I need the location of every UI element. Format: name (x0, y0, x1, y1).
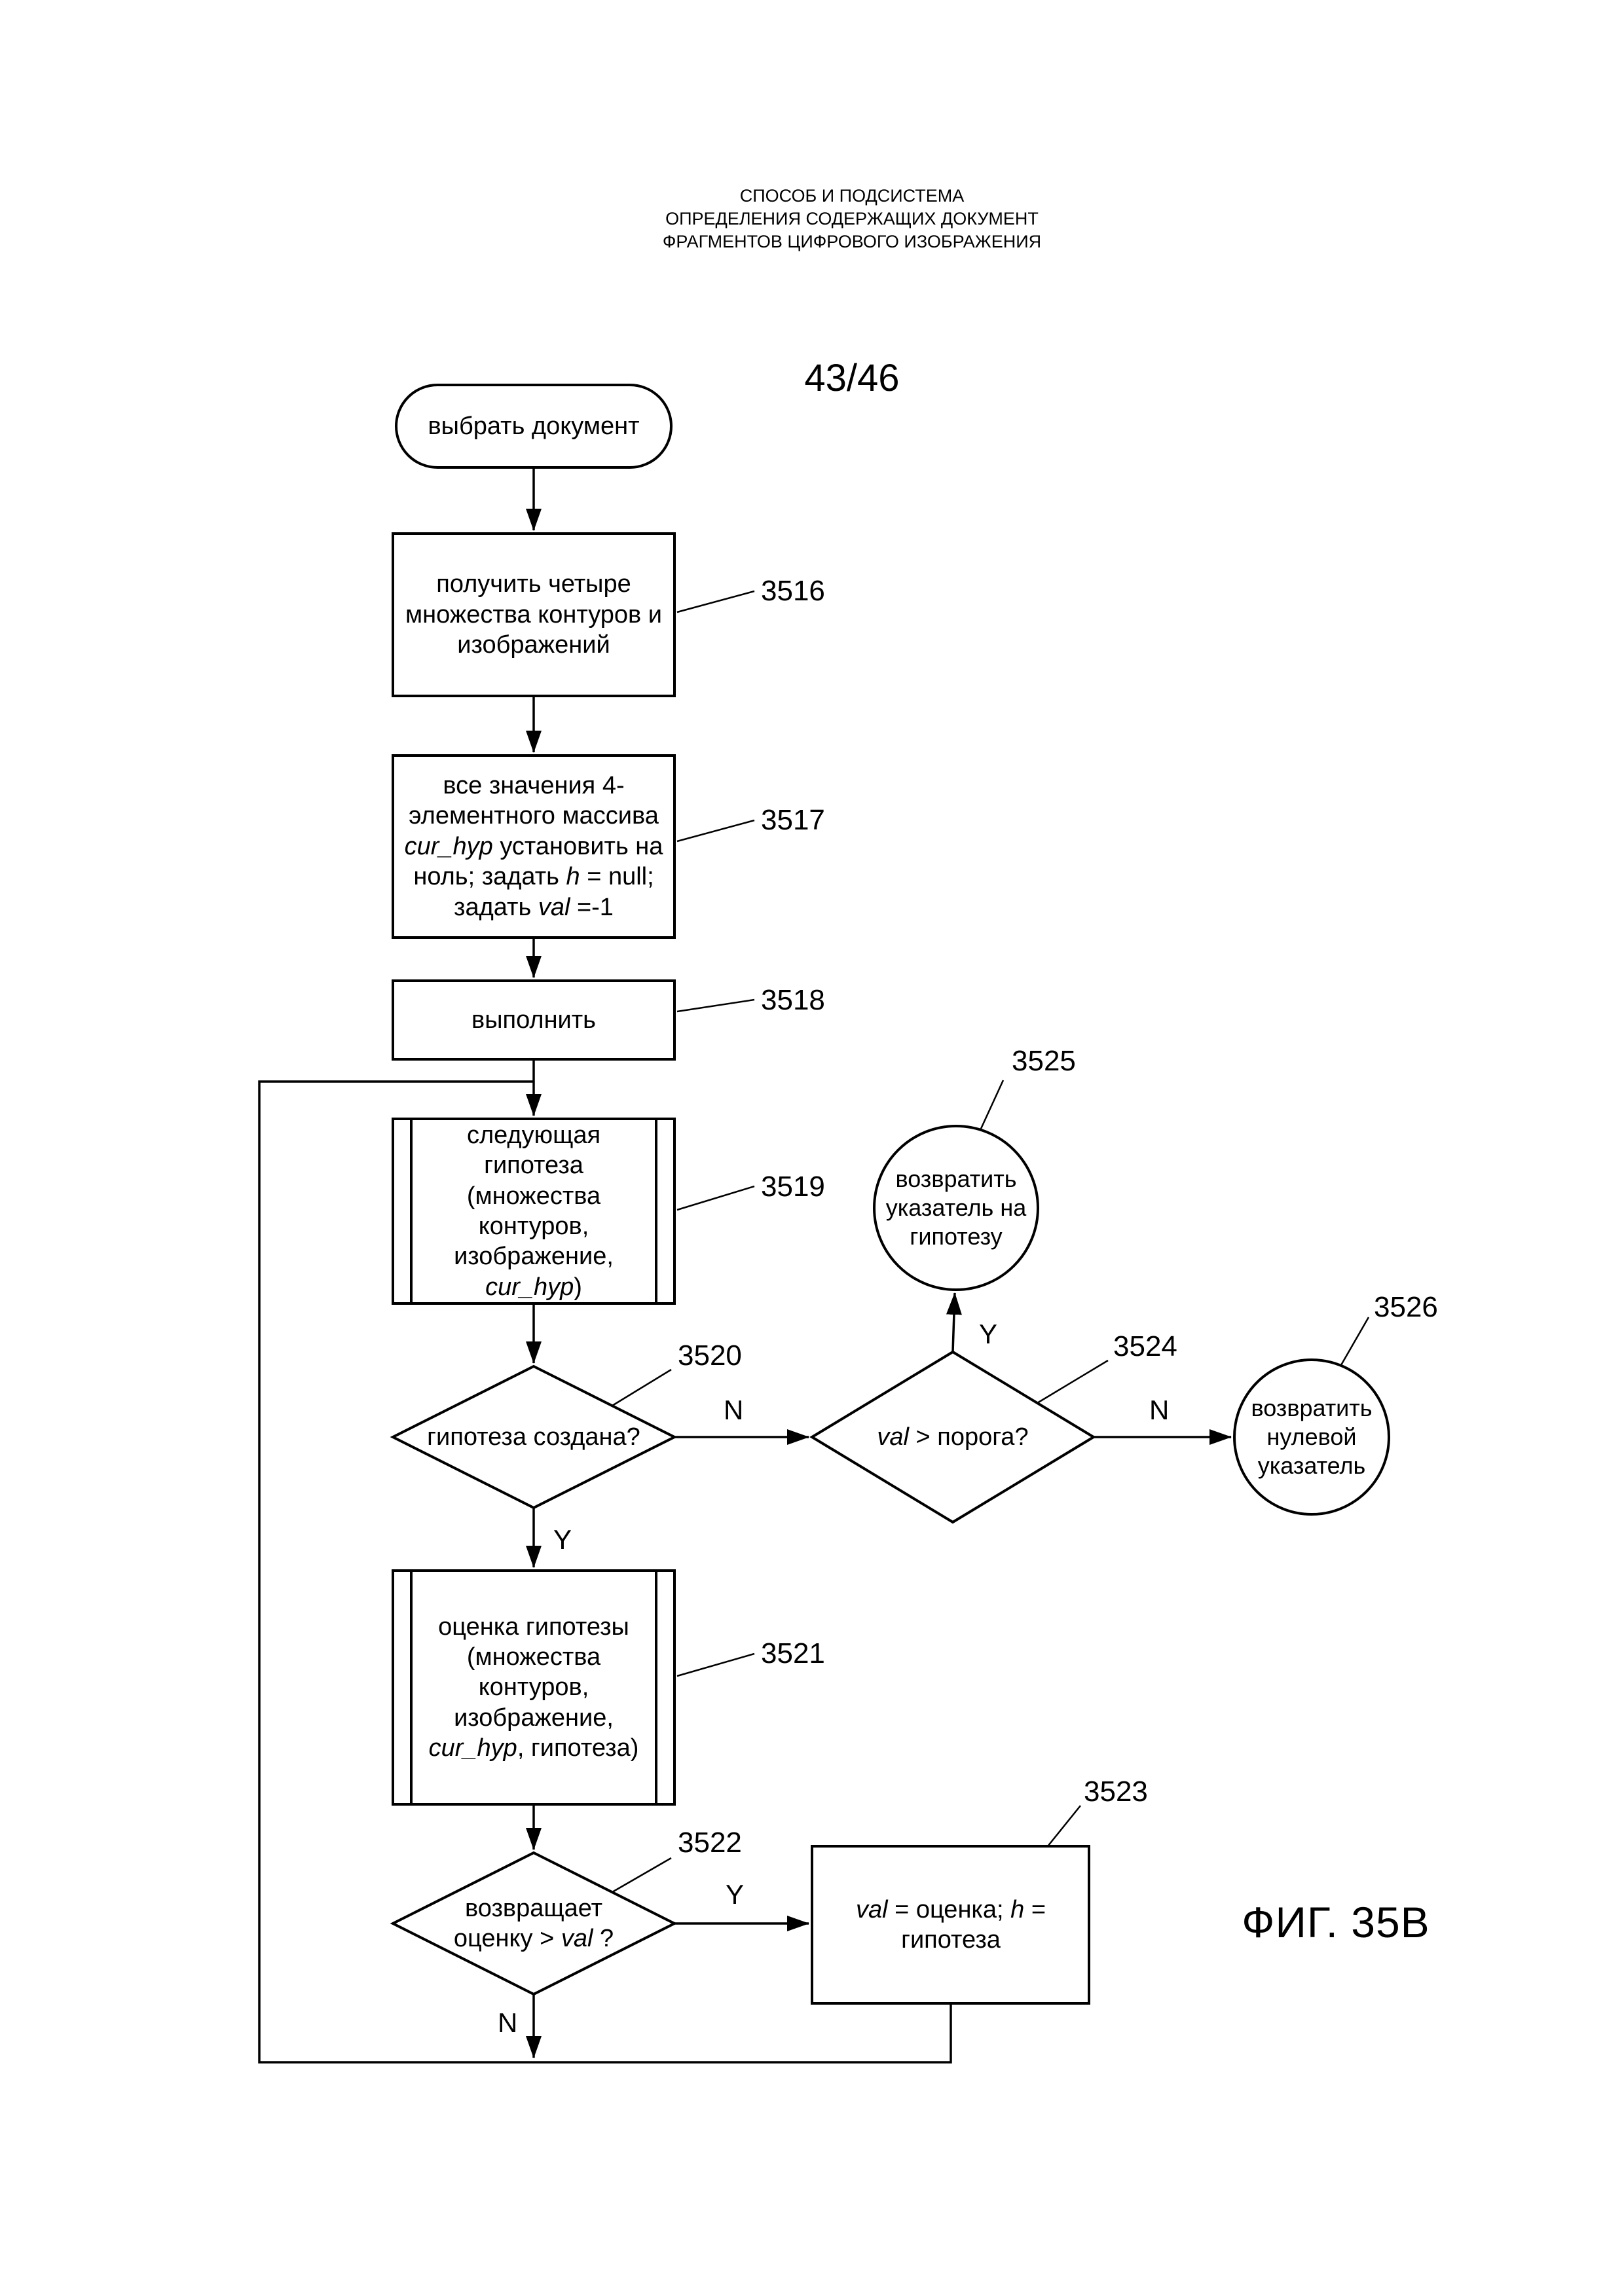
terminator-3525-shape (873, 1125, 1039, 1291)
predefined-process-3519-label: следующая гипотеза (множества контуров, … (454, 1121, 614, 1301)
edge-label-3522-no: N (498, 2007, 518, 2038)
decision-3524-shape (809, 1350, 1096, 1524)
ref-3519: 3519 (761, 1171, 825, 1203)
figure-caption: ФИГ. 35В (1242, 1898, 1430, 1946)
document-header: СПОСОБ И ПОДСИСТЕМА ОПРЕДЕЛЕНИЯ СОДЕРЖАЩ… (590, 185, 1114, 253)
leader-3525 (980, 1080, 1005, 1129)
leader-3524 (1037, 1359, 1109, 1404)
leader-3516 (676, 590, 755, 613)
terminator-3526-shape (1233, 1358, 1390, 1516)
leader-3518 (676, 998, 755, 1013)
process-3517-label: все значения 4-элементного массива cur_h… (404, 772, 663, 921)
document-header-line2: ОПРЕДЕЛЕНИЯ СОДЕРЖАЩИХ ДОКУМЕНТ (665, 209, 1039, 228)
ref-3526: 3526 (1374, 1291, 1438, 1323)
edge-label-3520-no: N (724, 1394, 744, 1425)
ref-3517: 3517 (761, 804, 825, 836)
ref-3525: 3525 (1012, 1045, 1076, 1077)
document-header-line3: ФРАГМЕНТОВ ЦИФРОВОГО ИЗОБРАЖЕНИЯ (662, 232, 1042, 251)
loop-back-path (258, 1080, 952, 2064)
leader-3517 (676, 819, 755, 843)
ref-3522: 3522 (678, 1827, 742, 1859)
process-3523-label: val = оценка; h = гипотеза (855, 1895, 1046, 1954)
leader-3523 (1047, 1805, 1081, 1847)
leader-3520 (612, 1368, 672, 1407)
edge-3524-yes-to-3525 (946, 1292, 962, 1353)
leader-3526 (1340, 1317, 1370, 1366)
start-terminator-label: выбрать документ (428, 412, 640, 440)
edge-label-3520-yes: Y (553, 1524, 572, 1555)
predefined-process-3521-label: оценка гипотезы (множества контуров, изо… (428, 1613, 639, 1762)
ref-3521: 3521 (761, 1637, 825, 1669)
process-3516-label: получить четыре множества контуров и изо… (405, 570, 663, 659)
decision-3520-label: гипотеза создана? (427, 1423, 640, 1451)
sheet-number: 43/46 (804, 357, 900, 399)
ref-3524: 3524 (1113, 1330, 1177, 1362)
edge-label-3524-yes: Y (979, 1319, 998, 1349)
edge-label-3522-yes: Y (726, 1879, 745, 1910)
ref-3523: 3523 (1084, 1776, 1148, 1808)
ref-3518: 3518 (761, 984, 825, 1016)
leader-3519 (676, 1185, 755, 1211)
leader-3522 (612, 1857, 672, 1893)
terminator-3526-label: возвратить нулевой указатель (1251, 1394, 1373, 1479)
ref-3516: 3516 (761, 575, 825, 607)
decision-3524-label: val > порога? (877, 1423, 1029, 1451)
edge-label-3524-no: N (1149, 1394, 1170, 1425)
process-3518-label: выполнить (471, 1006, 596, 1034)
terminator-3525-label: возвратить указатель на гипотезу (885, 1165, 1027, 1250)
leader-3521 (676, 1652, 755, 1677)
ref-3520: 3520 (678, 1339, 742, 1372)
decision-3522-label: возвращает оценку > val ? (453, 1894, 614, 1952)
document-header-line1: СПОСОБ И ПОДСИСТЕМА (739, 186, 965, 206)
